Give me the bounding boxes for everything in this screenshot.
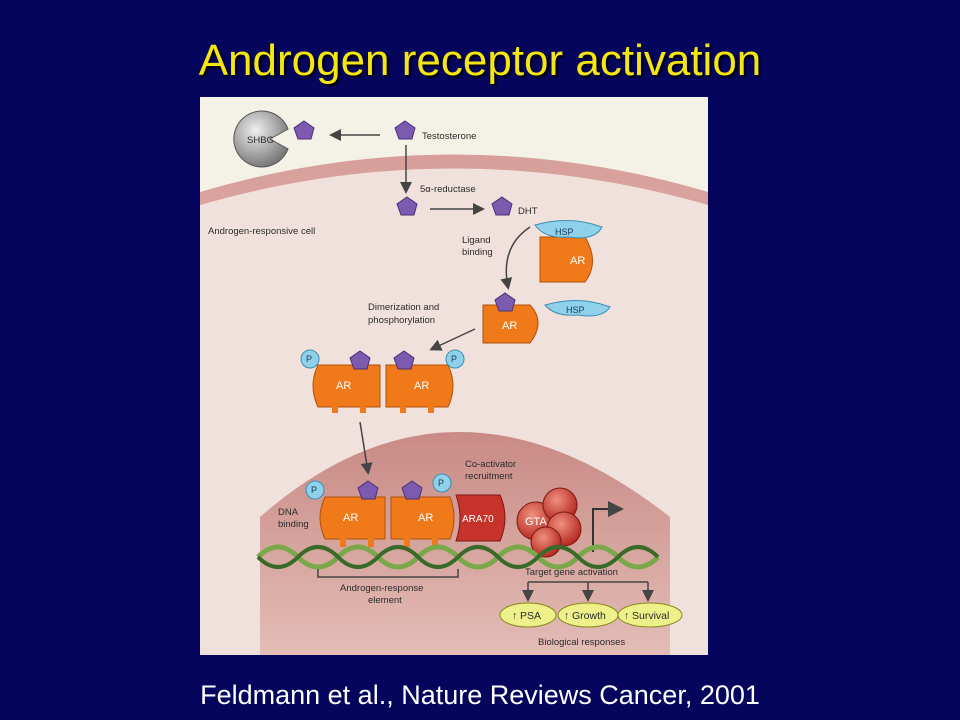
svg-text:element: element [368, 595, 402, 606]
svg-text:recruitment: recruitment [465, 471, 513, 482]
transcription-start-arrow [592, 501, 624, 552]
testosterone-bound-icon [293, 120, 315, 140]
svg-text:P: P [306, 354, 312, 364]
figure-panel: SHBG Testosterone 5α-reductase DHT Andro… [200, 97, 708, 655]
svg-text:↑: ↑ [564, 610, 569, 622]
svg-text:Testosterone: Testosterone [422, 131, 476, 142]
svg-text:↑: ↑ [624, 610, 629, 622]
svg-text:P: P [451, 354, 457, 364]
pathway-diagram: SHBG Testosterone 5α-reductase DHT Andro… [200, 110, 708, 655]
phospho-dna-right: P [432, 473, 452, 493]
shbg-protein: SHBG [233, 110, 289, 168]
svg-text:Androgen-response: Androgen-response [340, 583, 423, 594]
svg-text:AR: AR [343, 512, 358, 524]
svg-text:DHT: DHT [518, 206, 538, 217]
svg-text:Dimerization and: Dimerization and [368, 302, 439, 313]
phospho-right: P [445, 349, 465, 369]
arrow-dimerization [429, 328, 476, 351]
svg-text:Co-activator: Co-activator [465, 459, 516, 470]
svg-text:Growth: Growth [572, 610, 606, 622]
slide-title: Androgen receptor activation [198, 36, 762, 85]
svg-text:DNA: DNA [278, 507, 299, 518]
are-bracket [317, 569, 459, 578]
svg-text:AR: AR [418, 512, 433, 524]
svg-text:binding: binding [462, 247, 493, 258]
ara70-coactivator: ARA70 [455, 494, 506, 542]
svg-text:↑: ↑ [512, 610, 517, 622]
ar-dimer-dna: AR AR [319, 480, 455, 547]
svg-text:5α-reductase: 5α-reductase [420, 184, 476, 195]
ar-hsp-complex: AR HSP [534, 219, 603, 283]
phospho-dna-left: P [305, 480, 325, 500]
svg-text:binding: binding [278, 519, 309, 530]
ar-dht-complex: AR [482, 292, 539, 344]
arrow-ligand-binding [500, 226, 531, 290]
response-growth: ↑ Growth [557, 602, 619, 628]
svg-text:AR: AR [570, 255, 585, 267]
svg-text:ARA70: ARA70 [462, 514, 494, 525]
svg-text:GTA: GTA [525, 516, 547, 528]
response-survival: ↑ Survival [617, 602, 683, 628]
svg-text:Ligand: Ligand [462, 235, 491, 246]
dna-helix [256, 544, 660, 570]
dht-icon [491, 196, 513, 216]
svg-text:HSP: HSP [555, 227, 574, 237]
svg-text:PSA: PSA [520, 610, 541, 622]
svg-text:phosphorylation: phosphorylation [368, 315, 435, 326]
gta-complex: GTA [516, 487, 582, 558]
response-psa: ↑ PSA [499, 602, 557, 628]
svg-text:AR: AR [336, 380, 351, 392]
svg-text:Biological responses: Biological responses [538, 637, 625, 648]
dht-substrate-icon [396, 196, 418, 216]
svg-text:AR: AR [502, 320, 517, 332]
svg-text:Survival: Survival [632, 610, 669, 622]
svg-text:AR: AR [414, 380, 429, 392]
svg-text:Target gene activation: Target gene activation [525, 567, 618, 578]
svg-text:P: P [438, 478, 444, 488]
released-hsp: HSP [544, 299, 611, 317]
arrow-nuclear-import [359, 421, 373, 475]
svg-text:Androgen-responsive cell: Androgen-responsive cell [208, 226, 315, 237]
phospho-left: P [300, 349, 320, 369]
svg-text:SHBG: SHBG [247, 135, 274, 146]
svg-text:HSP: HSP [566, 305, 585, 315]
ar-dimer: AR AR [312, 350, 454, 413]
citation: Feldmann et al., Nature Reviews Cancer, … [200, 680, 760, 710]
testosterone-icon [394, 120, 416, 140]
svg-text:P: P [311, 485, 317, 495]
